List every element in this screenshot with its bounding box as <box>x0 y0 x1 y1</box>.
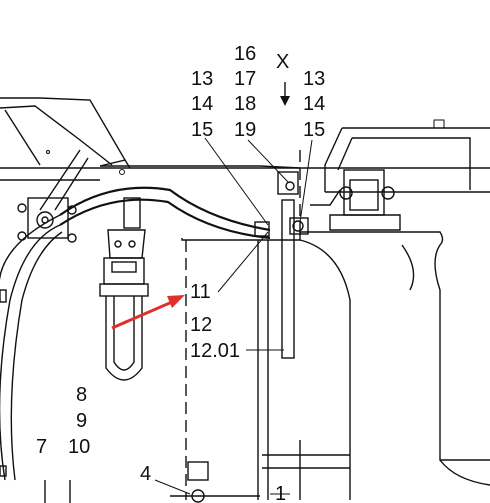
left-mount-plate <box>17 197 77 243</box>
callout-10: 10 <box>68 436 90 458</box>
callout-15-right: 15 <box>303 119 325 141</box>
vertical-bracket <box>277 150 309 359</box>
callout-4: 4 <box>140 463 151 485</box>
callout-12-01: 12.01 <box>190 340 240 362</box>
view-label-x: X <box>276 51 289 73</box>
callout-17: 17 <box>234 68 256 90</box>
upper-frame <box>0 97 490 211</box>
callout-13-left: 13 <box>191 68 213 90</box>
callout-16: 16 <box>234 43 256 65</box>
right-housing <box>310 119 490 206</box>
callout-1: 1 <box>275 483 286 503</box>
callout-14-right: 14 <box>303 93 325 115</box>
callout-19: 19 <box>234 119 256 141</box>
callout-11: 11 <box>190 281 211 303</box>
highlight-arrow <box>111 295 185 330</box>
callout-8: 8 <box>76 384 87 406</box>
left-edge-details <box>0 289 7 477</box>
filter-assembly <box>99 197 149 381</box>
bottom-fitting <box>170 461 260 503</box>
callout-12: 12 <box>190 314 212 336</box>
view-arrow-x <box>280 82 290 106</box>
callout-9: 9 <box>76 410 87 432</box>
mount-block <box>329 169 401 231</box>
callout-14-left: 14 <box>191 93 213 115</box>
callout-7: 7 <box>36 436 47 458</box>
callout-13-right: 13 <box>303 68 325 90</box>
leader-lines <box>154 137 313 495</box>
callout-18: 18 <box>234 93 256 115</box>
tank-body <box>181 231 490 500</box>
callout-15-left: 15 <box>191 119 213 141</box>
